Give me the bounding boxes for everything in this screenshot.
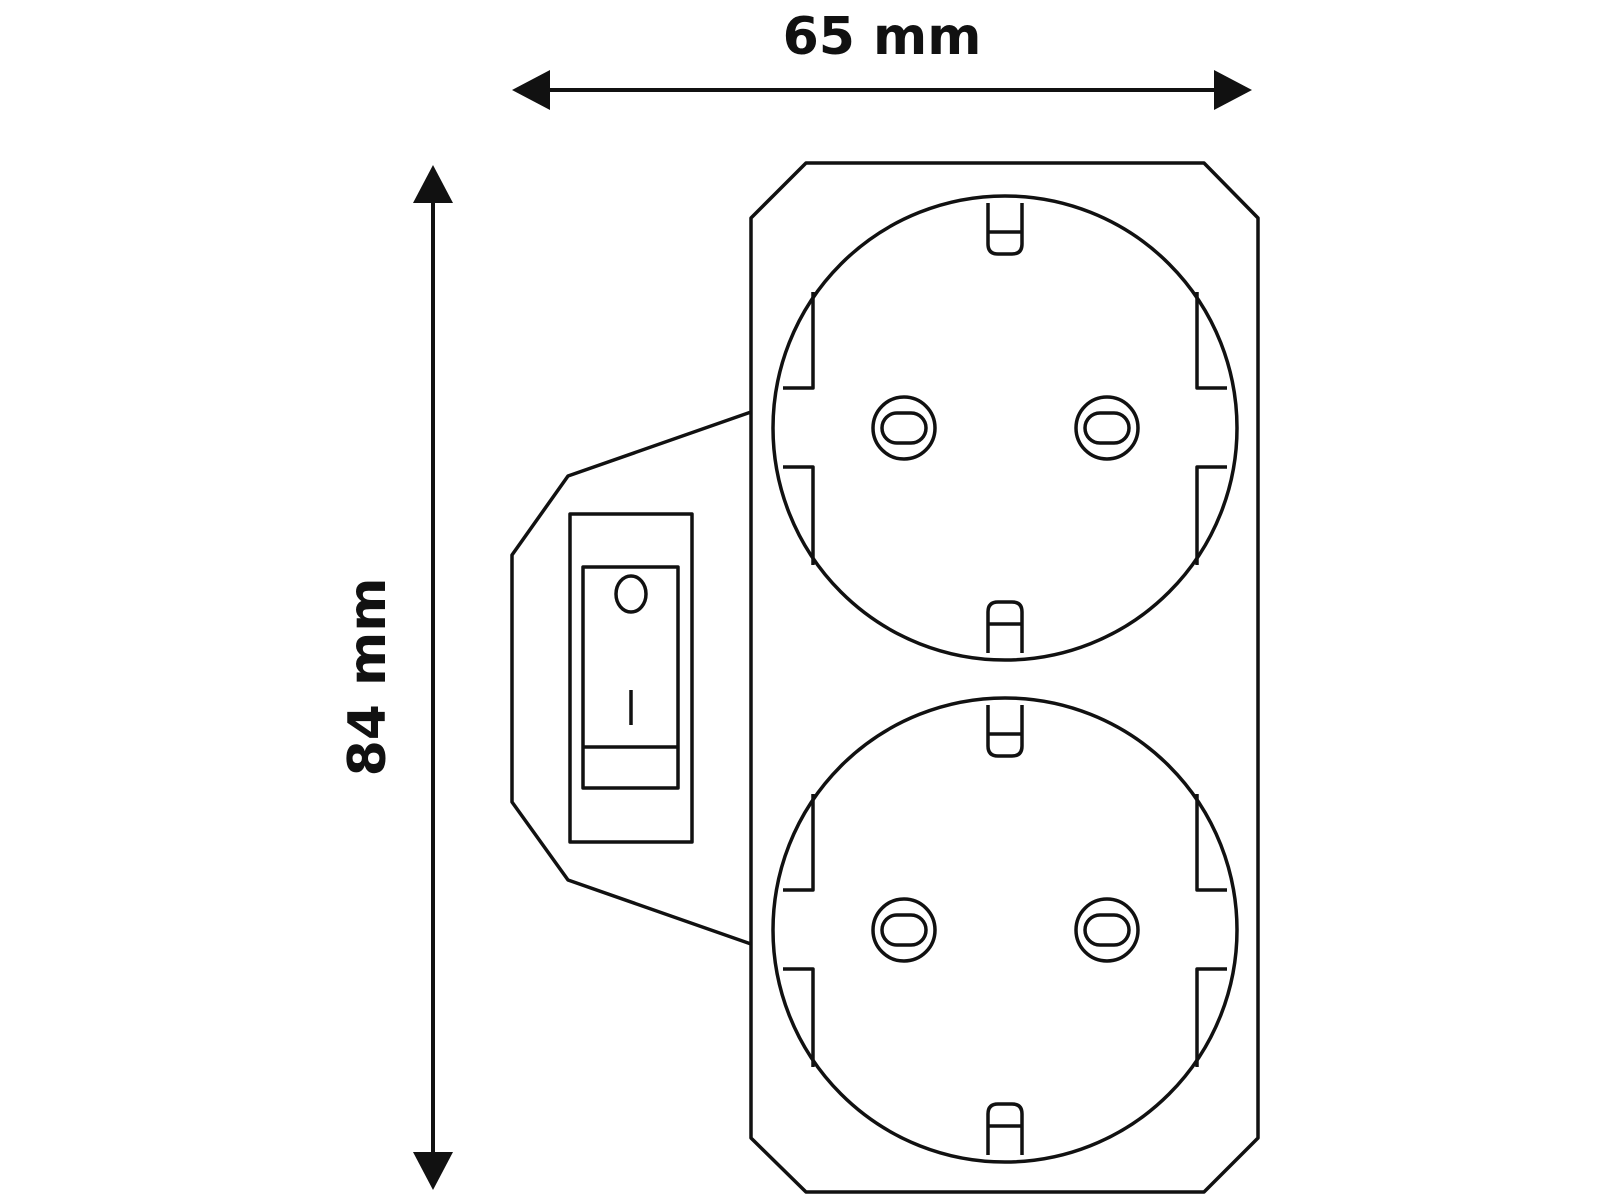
earth-clip-top [986,203,1024,256]
switch-housing-outline [510,410,752,946]
rocker-switch[interactable] [581,565,680,790]
housing-outline [749,161,1260,1194]
socket-2[interactable] [771,696,1239,1164]
switch-frame [568,512,694,844]
width-arrow-right-icon [1214,70,1252,110]
pin-hole-insert-right [1083,913,1131,947]
earth-recess-right-top [1195,794,1227,892]
rocker-switch-body[interactable] [581,565,680,790]
earth-clip-bottom [986,1102,1024,1155]
socket-1[interactable] [771,194,1239,662]
earth-recess-left-top [783,292,815,390]
pin-hole-insert-left [880,411,928,445]
width-arrow-left-icon [512,70,550,110]
sockets-group [771,194,1239,1164]
width-dimension: 65 mm [512,7,1252,110]
height-arrow-bottom-icon [413,1152,453,1190]
earth-recess-left-bottom [783,465,815,565]
socket-face [771,194,1239,662]
pin-hole-right [1074,897,1140,963]
pin-hole-insert-right [1083,411,1131,445]
height-label: 84 mm [338,578,398,777]
switch-off-icon [614,574,648,614]
earth-recess-right-top [1195,292,1227,390]
height-dimension: 84 mm [338,165,453,1190]
earth-recess-left-top [783,794,815,892]
earth-clip-bottom [986,600,1024,653]
pin-hole-insert-left [880,913,928,947]
pin-hole-left [871,395,937,461]
earth-clip-top [986,705,1024,758]
earth-recess-left-bottom [783,967,815,1067]
pin-hole-right [1074,395,1140,461]
earth-recess-right-bottom [1195,465,1227,565]
earth-recess-right-bottom [1195,967,1227,1067]
socket-face [771,696,1239,1164]
height-arrow-top-icon [413,165,453,203]
width-label: 65 mm [783,7,982,67]
pin-hole-left [871,897,937,963]
